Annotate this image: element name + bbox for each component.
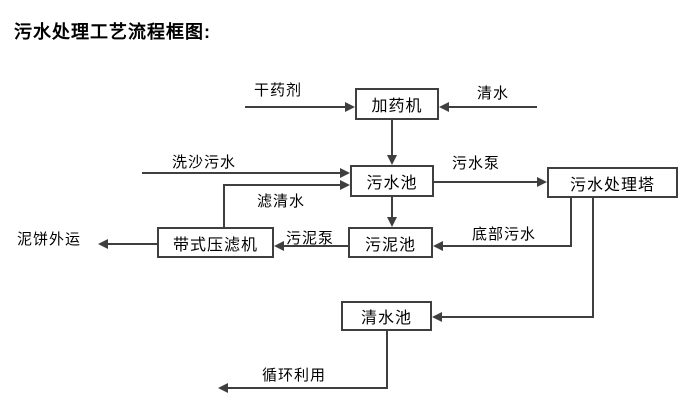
flow-line-dosing-to-sewage [391, 120, 393, 155]
flow-label-dry-agent: 干药剂 [254, 82, 303, 99]
flow-line-recycling-vertical [386, 331, 388, 389]
flow-label-mud-cake-outbound: 泥饼外运 [17, 231, 82, 248]
page-title: 污水处理工艺流程框图: [14, 22, 211, 42]
flow-line-tower-to-clear-vertical [592, 198, 594, 318]
flow-line-sand-washing-sewage [142, 172, 340, 174]
arrowhead-left-icon [98, 239, 108, 249]
arrowhead-down-icon [387, 155, 397, 165]
flow-line-tower-to-clear [442, 316, 594, 318]
arrowhead-right-icon [345, 102, 355, 112]
flow-line-clear-water [449, 106, 537, 108]
flow-line-bottom-sewage [443, 245, 572, 247]
flow-label-bottom-sewage: 底部污水 [472, 226, 537, 243]
flow-label-sand-washing-sewage: 洗沙污水 [172, 154, 237, 171]
node-clear-water-pool: 清水池 [341, 301, 432, 331]
flow-line-dry-agent [245, 106, 345, 108]
arrowhead-right-icon [537, 177, 547, 187]
flow-line-sewage-to-sludge [391, 197, 393, 217]
arrowhead-left-icon [432, 312, 442, 322]
arrowhead-right-icon [340, 168, 350, 178]
flow-label-filtered-water: 滤清水 [257, 193, 306, 210]
flow-line-filtered-water-vertical [223, 184, 225, 227]
flow-line-bottom-sewage-vertical [570, 198, 572, 247]
flow-line-sewage-pump [434, 181, 537, 183]
arrowhead-left-icon [433, 241, 443, 251]
flow-line-recycling [228, 387, 388, 389]
flow-label-clear-water: 清水 [477, 85, 510, 102]
node-sludge-pool: 污泥池 [348, 227, 433, 258]
flow-label-sludge-pump: 污泥泵 [286, 230, 335, 247]
arrowhead-down-icon [387, 217, 397, 227]
arrowhead-right-icon [340, 180, 350, 190]
node-treatment-tower: 污水处理塔 [547, 167, 678, 198]
flow-line-filtered-water [223, 184, 340, 186]
flow-line-sludge-pump [284, 245, 348, 247]
node-dosing-machine: 加药机 [355, 88, 439, 120]
flow-line-mud-cake [108, 243, 157, 245]
flow-label-recycling: 循环利用 [262, 367, 327, 384]
node-belt-filter-press: 带式压滤机 [157, 227, 274, 258]
node-sewage-pool: 污水池 [350, 165, 434, 197]
arrowhead-left-icon [218, 383, 228, 393]
arrowhead-left-icon [439, 102, 449, 112]
flow-label-sewage-pump: 污水泵 [452, 155, 501, 172]
arrowhead-left-icon [274, 241, 284, 251]
